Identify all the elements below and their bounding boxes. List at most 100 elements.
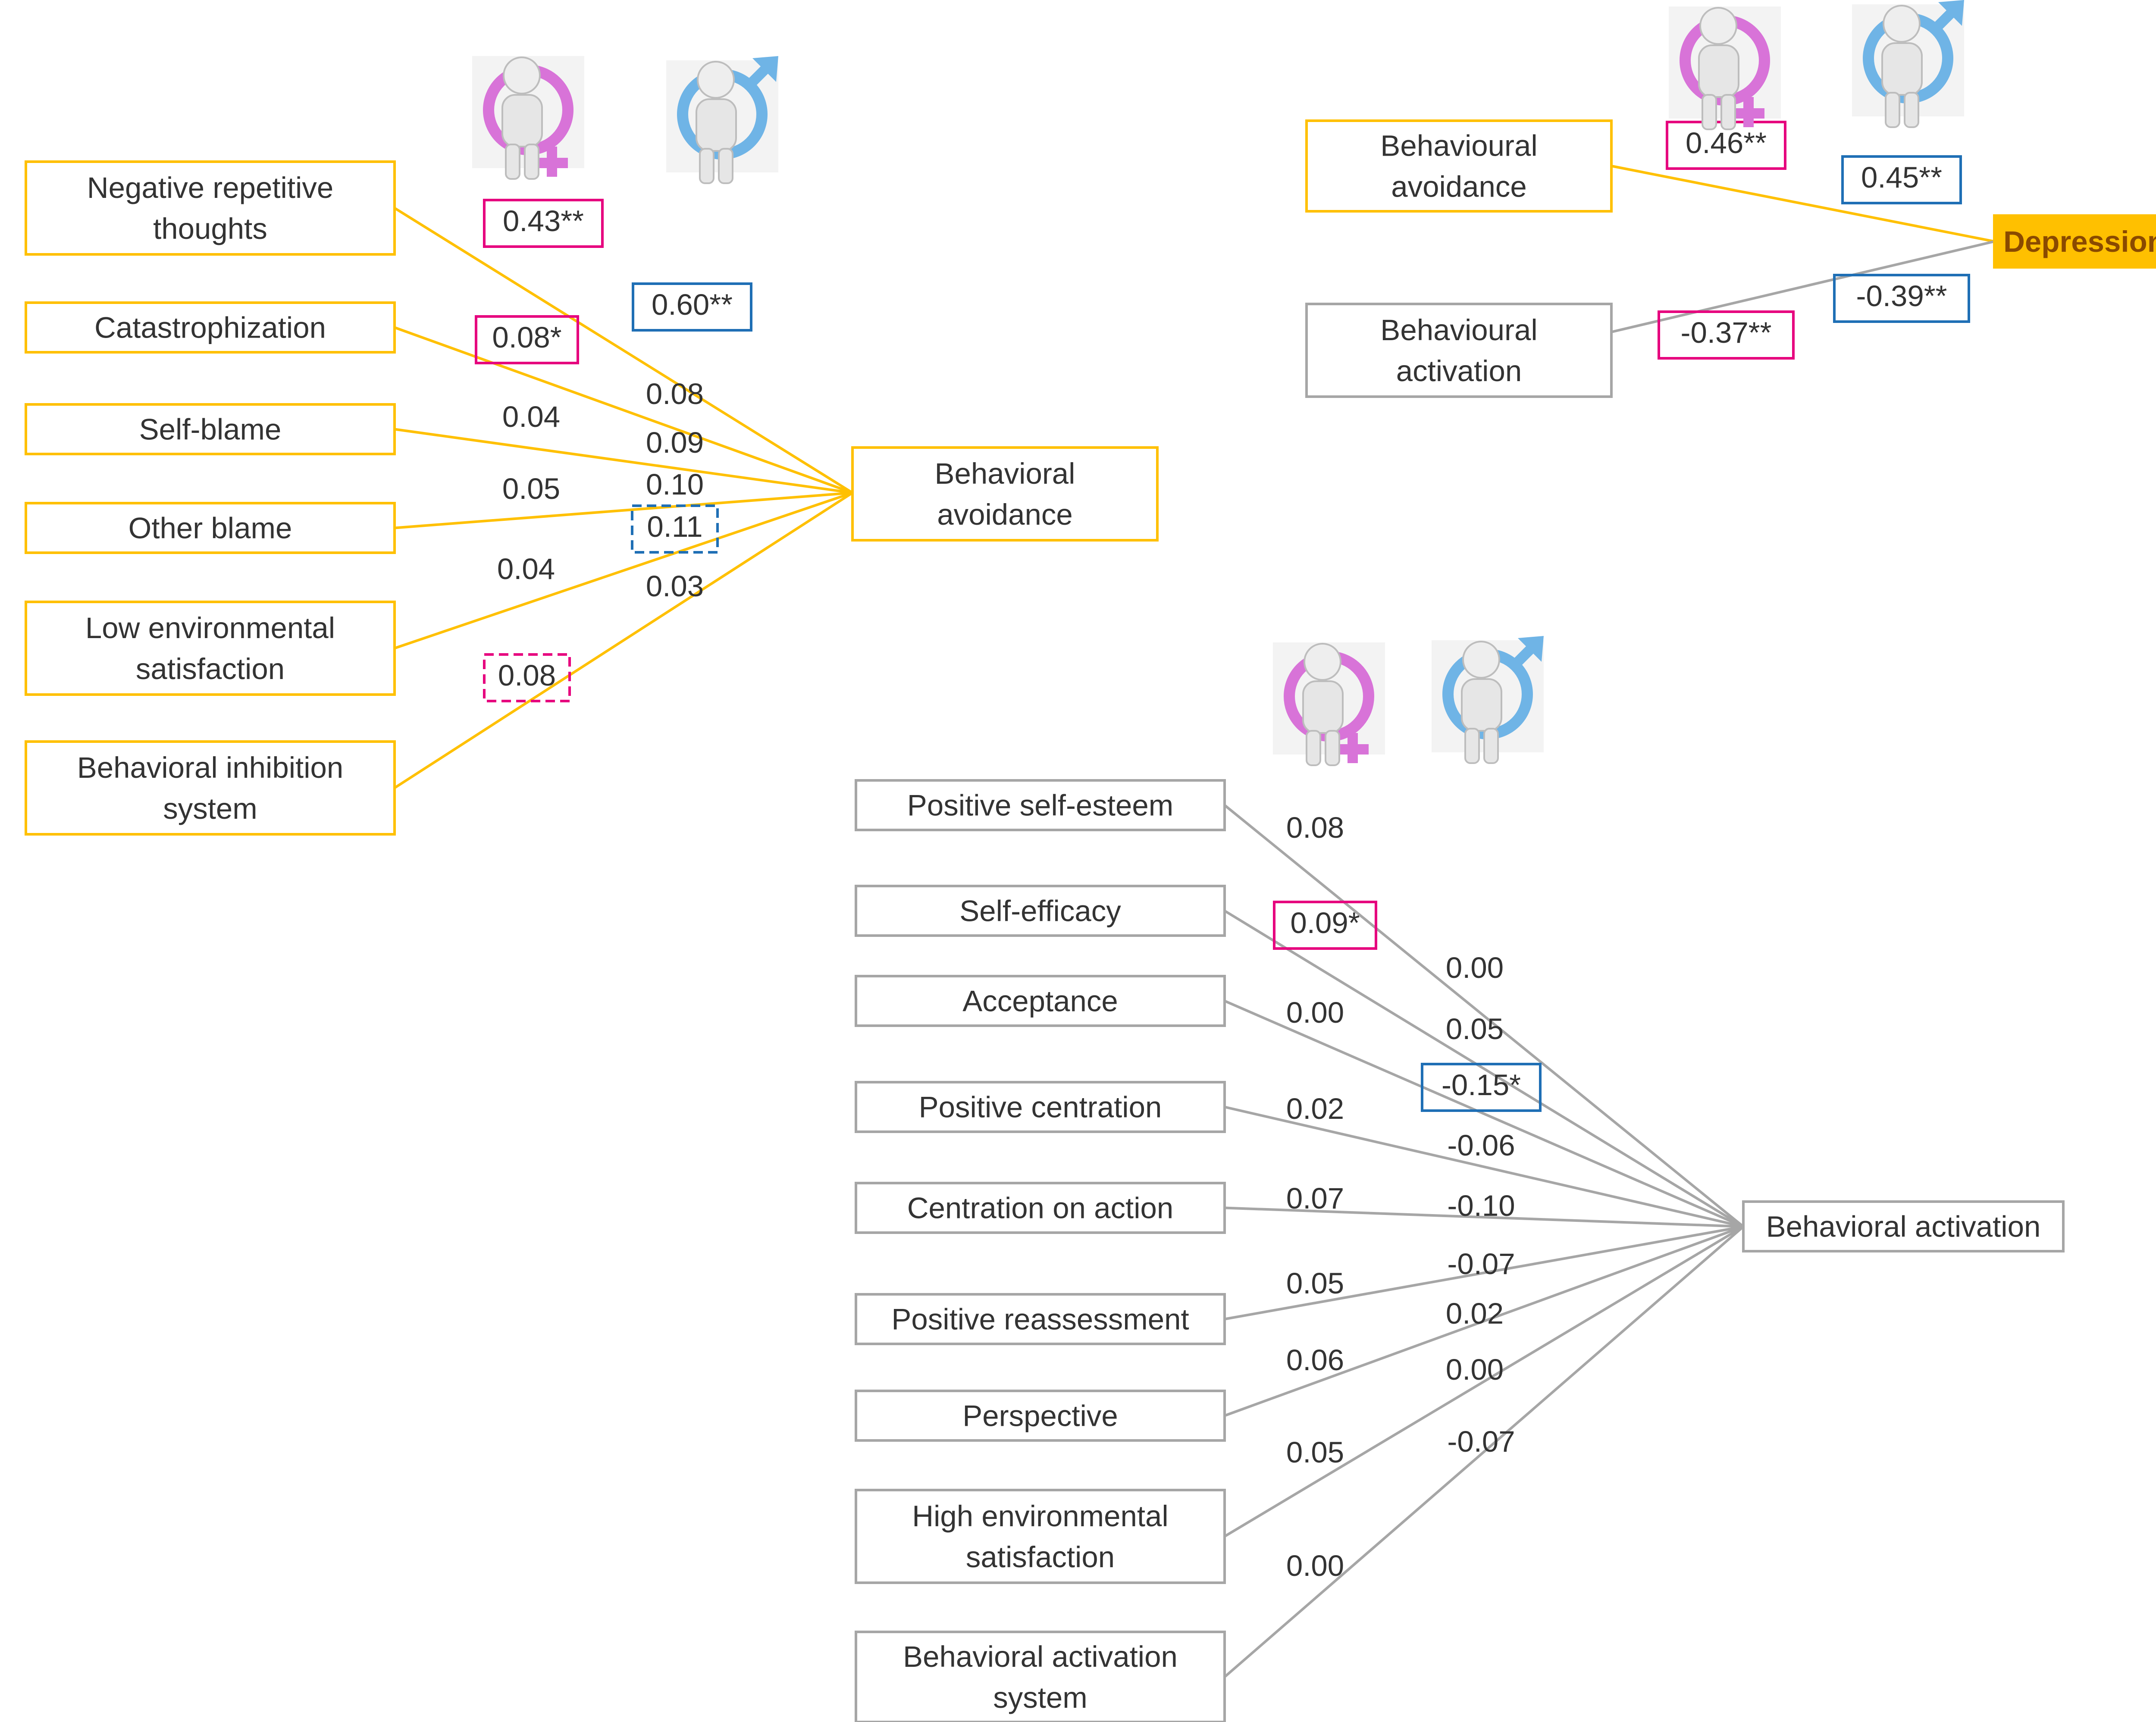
coefficient-value: 0.05 xyxy=(1286,1267,1344,1300)
node-negative-repetitive-thoughts-box xyxy=(25,160,396,256)
coefficient-value: 0.09* xyxy=(1290,906,1360,939)
edge-negative-repetitive-thoughts-to-behavioral-avoidance xyxy=(394,207,853,494)
node-behavioral-avoidance-box xyxy=(851,446,1159,542)
coefficient-label: 0.04 xyxy=(497,552,555,585)
coefficient-value: 0.08 xyxy=(646,377,704,410)
coefficient-label: -0.10 xyxy=(1447,1189,1515,1222)
node-positive-self-esteem: Positive self-esteem xyxy=(855,779,1226,831)
node-positive-reassessment: Positive reassessment xyxy=(855,1293,1226,1345)
coefficient-label: 0.10 xyxy=(646,468,704,501)
edge-behavioural-avoidance-to-depression xyxy=(1611,165,1995,243)
node-behavioral-activation-system-label: Behavioral activation xyxy=(903,1640,1178,1673)
node-centration-on-action-box xyxy=(855,1182,1226,1234)
male-highlight-box xyxy=(632,282,752,332)
node-catastrophization-box xyxy=(25,301,396,354)
edge-self-efficacy-to-behavioral-activation xyxy=(1224,909,1744,1228)
coefficient-label: 0.08 xyxy=(483,653,571,702)
node-self-efficacy-label: Self-efficacy xyxy=(959,895,1121,928)
node-centration-on-action: Centration on action xyxy=(855,1182,1226,1234)
coefficient-value: 0.08* xyxy=(492,321,561,354)
coefficient-label: 0.05 xyxy=(1286,1267,1344,1300)
coefficient-label: -0.15* xyxy=(1421,1063,1542,1112)
coefficient-value: 0.00 xyxy=(1286,1549,1344,1582)
coefficient-label: 0.08 xyxy=(1286,811,1344,844)
node-depression-label: Depression xyxy=(2003,225,2156,258)
coefficient-label: 0.00 xyxy=(1446,1353,1504,1386)
edge-perspective-to-behavioral-activation xyxy=(1224,1225,1744,1417)
coefficient-value: 0.00 xyxy=(1286,996,1344,1029)
coefficient-value: 0.08 xyxy=(1286,811,1344,844)
female-highlight-box xyxy=(475,315,579,364)
node-behavioural-activation-2-box xyxy=(1305,303,1613,398)
edge-behavioral-activation-system-to-behavioral-activation xyxy=(1224,1225,1744,1678)
node-positive-self-esteem-label: Positive self-esteem xyxy=(907,789,1173,822)
coefficient-label: -0.39** xyxy=(1833,274,1970,323)
edge-low-environmental-satisfaction-to-behavioral-avoidance xyxy=(394,492,853,650)
node-self-blame: Self-blame xyxy=(25,403,396,455)
coefficient-value: 0.46** xyxy=(1686,126,1767,160)
coefficient-label: 0.04 xyxy=(502,400,560,433)
coefficient-value: 0.02 xyxy=(1286,1092,1344,1125)
edge-other-blame-to-behavioral-avoidance xyxy=(394,492,853,529)
coefficient-value: 0.43** xyxy=(503,204,584,238)
edge-high-environmental-satisfaction-to-behavioral-activation xyxy=(1224,1225,1744,1538)
node-perspective: Perspective xyxy=(855,1390,1226,1442)
coefficient-label: 0.60** xyxy=(632,282,752,332)
coefficient-value: 0.05 xyxy=(1286,1436,1344,1469)
coefficient-label: 0.45** xyxy=(1841,155,1962,204)
coefficient-value: 0.04 xyxy=(497,552,555,585)
edge-self-blame-to-behavioral-avoidance xyxy=(394,428,853,494)
coefficient-value: -0.10 xyxy=(1447,1189,1515,1222)
male-person-icon xyxy=(1852,0,1964,128)
male-highlight-box xyxy=(1841,155,1962,204)
coefficient-label: 0.09* xyxy=(1273,901,1377,950)
female-person-icon xyxy=(1273,642,1385,766)
coefficient-label: -0.06 xyxy=(1447,1129,1515,1162)
node-positive-centration-box xyxy=(855,1081,1226,1133)
coefficient-label: 0.08 xyxy=(646,377,704,410)
node-depression: Depression xyxy=(1993,214,2156,269)
coefficient-value: 0.05 xyxy=(1446,1012,1504,1046)
node-positive-reassessment-box xyxy=(855,1293,1226,1345)
node-positive-self-esteem-box xyxy=(855,779,1226,831)
node-behavioural-avoidance-2-label: avoidance xyxy=(1391,170,1527,204)
node-perspective-label: Perspective xyxy=(962,1400,1118,1433)
node-low-environmental-satisfaction-label: Low environmental xyxy=(85,611,335,645)
edge-behavioral-inhibition-system-to-behavioral-avoidance xyxy=(394,492,853,789)
node-behavioral-avoidance-label: Behavioral xyxy=(934,457,1075,490)
female-highlight-box xyxy=(483,199,604,248)
coefficient-value: 0.11 xyxy=(647,510,702,543)
coefficient-value: 0.45** xyxy=(1861,161,1942,194)
coefficient-value: 0.02 xyxy=(1446,1297,1504,1330)
coefficient-value: -0.07 xyxy=(1447,1247,1515,1281)
node-other-blame-box xyxy=(25,502,396,554)
coefficient-label: 0.09 xyxy=(646,426,704,459)
coefficient-label: 0.00 xyxy=(1286,996,1344,1029)
coefficient-value: 0.04 xyxy=(502,400,560,433)
coefficient-label: 0.02 xyxy=(1286,1092,1344,1125)
edge-acceptance-to-behavioral-activation xyxy=(1224,999,1744,1228)
node-high-environmental-satisfaction-label: satisfaction xyxy=(966,1540,1115,1574)
coefficient-value: -0.07 xyxy=(1447,1425,1515,1458)
coefficient-label: 0.08* xyxy=(475,315,579,364)
coefficient-value: 0.05 xyxy=(502,472,560,505)
node-self-efficacy: Self-efficacy xyxy=(855,885,1226,937)
node-negative-repetitive-thoughts-label: thoughts xyxy=(153,212,267,245)
node-self-blame-label: Self-blame xyxy=(139,413,282,446)
coefficient-label: 0.02 xyxy=(1446,1297,1504,1330)
coefficient-value: 0.09 xyxy=(646,426,704,459)
coefficient-value: 0.10 xyxy=(646,468,704,501)
coefficient-label: 0.11 xyxy=(631,504,719,554)
node-low-environmental-satisfaction-label: satisfaction xyxy=(136,652,285,686)
coefficient-label: -0.07 xyxy=(1447,1247,1515,1281)
node-acceptance-box xyxy=(855,975,1226,1027)
female-person-icon xyxy=(1669,6,1781,130)
node-behavioral-inhibition-system-label: system xyxy=(163,792,257,825)
coefficient-label: -0.07 xyxy=(1447,1425,1515,1458)
coefficient-value: -0.39** xyxy=(1856,279,1947,313)
